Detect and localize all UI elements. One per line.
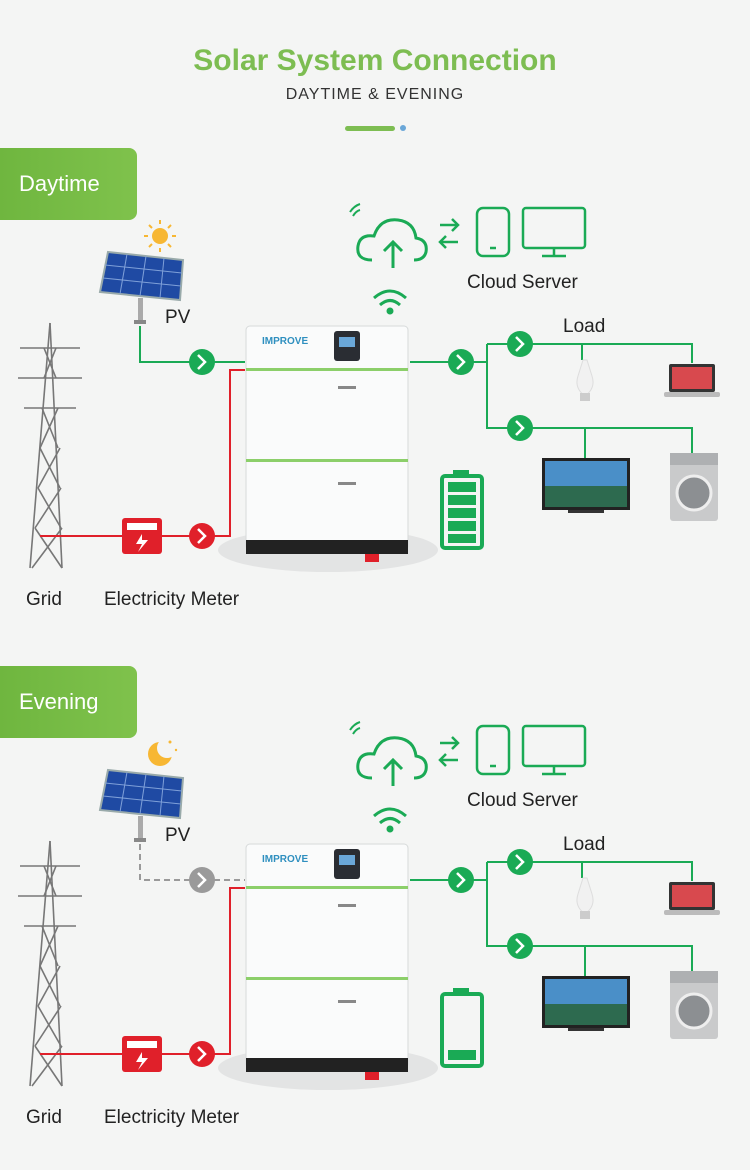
signal-icon <box>349 721 361 735</box>
washing-machine-icon <box>670 971 718 1039</box>
grid-line <box>40 887 245 1055</box>
grid-arrow-icon <box>189 1041 215 1067</box>
television-icon <box>542 976 630 1031</box>
phone-icon <box>475 724 511 776</box>
monitor-icon <box>521 724 587 776</box>
title-dot <box>400 125 406 131</box>
daytime-section: IMPROVE <box>0 148 750 628</box>
pv-arrow-icon <box>189 349 215 375</box>
laptop-icon <box>664 364 720 397</box>
electricity-meter-icon <box>122 1036 162 1072</box>
electricity-meter-label: Electricity Meter <box>104 1107 240 1128</box>
light-bulb-icon <box>576 877 594 919</box>
load-arrow-bottom-icon <box>507 933 533 959</box>
monitor-icon <box>521 206 587 258</box>
energy-storage-unit <box>218 843 438 1090</box>
energy-storage-unit <box>218 325 438 572</box>
page-title: Solar System Connection <box>193 44 557 77</box>
brand-label: IMPROVE <box>262 336 308 347</box>
brand-label: IMPROVE <box>262 854 308 865</box>
cloud-upload-icon <box>356 736 428 786</box>
power-pylon-icon <box>18 322 82 569</box>
pv-label: PV <box>165 825 191 846</box>
signal-icon <box>349 203 361 217</box>
load-line-bottom <box>520 945 693 971</box>
electricity-meter-label: Electricity Meter <box>104 589 240 610</box>
solar-panel-icon <box>98 768 185 842</box>
battery-level-icon <box>440 988 484 1068</box>
load-arrow-bottom-icon <box>507 415 533 441</box>
television-icon <box>542 458 630 513</box>
wifi-icon <box>373 807 407 833</box>
power-pylon-icon <box>18 840 82 1087</box>
sync-arrows-icon <box>438 218 460 249</box>
pv-label: PV <box>165 307 191 328</box>
title-underline <box>345 126 395 131</box>
grid-line <box>40 369 245 537</box>
load-line-top <box>487 343 693 363</box>
laptop-icon <box>664 882 720 915</box>
cloud-upload-icon <box>356 218 428 268</box>
grid-label: Grid <box>26 589 62 610</box>
pv-arrow-icon <box>189 867 215 893</box>
evening-section: IMPROVE <box>0 666 750 1146</box>
battery-level-icon <box>440 470 484 550</box>
wifi-icon <box>373 289 407 315</box>
sync-arrows-icon <box>438 736 460 767</box>
grid-arrow-icon <box>189 523 215 549</box>
phone-icon <box>475 206 511 258</box>
light-bulb-icon <box>576 359 594 401</box>
load-arrow-top-icon <box>507 849 533 875</box>
electricity-meter-icon <box>122 518 162 554</box>
output-arrow-icon <box>448 349 474 375</box>
load-arrow-top-icon <box>507 331 533 357</box>
sun-icon <box>144 220 176 252</box>
evening-diagram: IMPROVE <box>18 721 720 1090</box>
daytime-tag: Daytime <box>0 148 137 220</box>
evening-tag: Evening <box>0 666 137 738</box>
daytime-diagram: IMPROVE <box>18 203 720 572</box>
washing-machine-icon <box>670 453 718 521</box>
grid-label: Grid <box>26 1107 62 1128</box>
page-subtitle: DAYTIME & EVENING <box>285 86 465 103</box>
load-line-bottom <box>520 427 693 453</box>
cloud-server-label: Cloud Server <box>467 272 578 293</box>
load-label: Load <box>563 316 606 337</box>
load-line-top <box>487 861 693 881</box>
cloud-server-label: Cloud Server <box>467 790 578 811</box>
load-label: Load <box>563 834 606 855</box>
solar-panel-icon <box>98 250 185 324</box>
output-arrow-icon <box>448 867 474 893</box>
moon-icon <box>148 738 178 766</box>
